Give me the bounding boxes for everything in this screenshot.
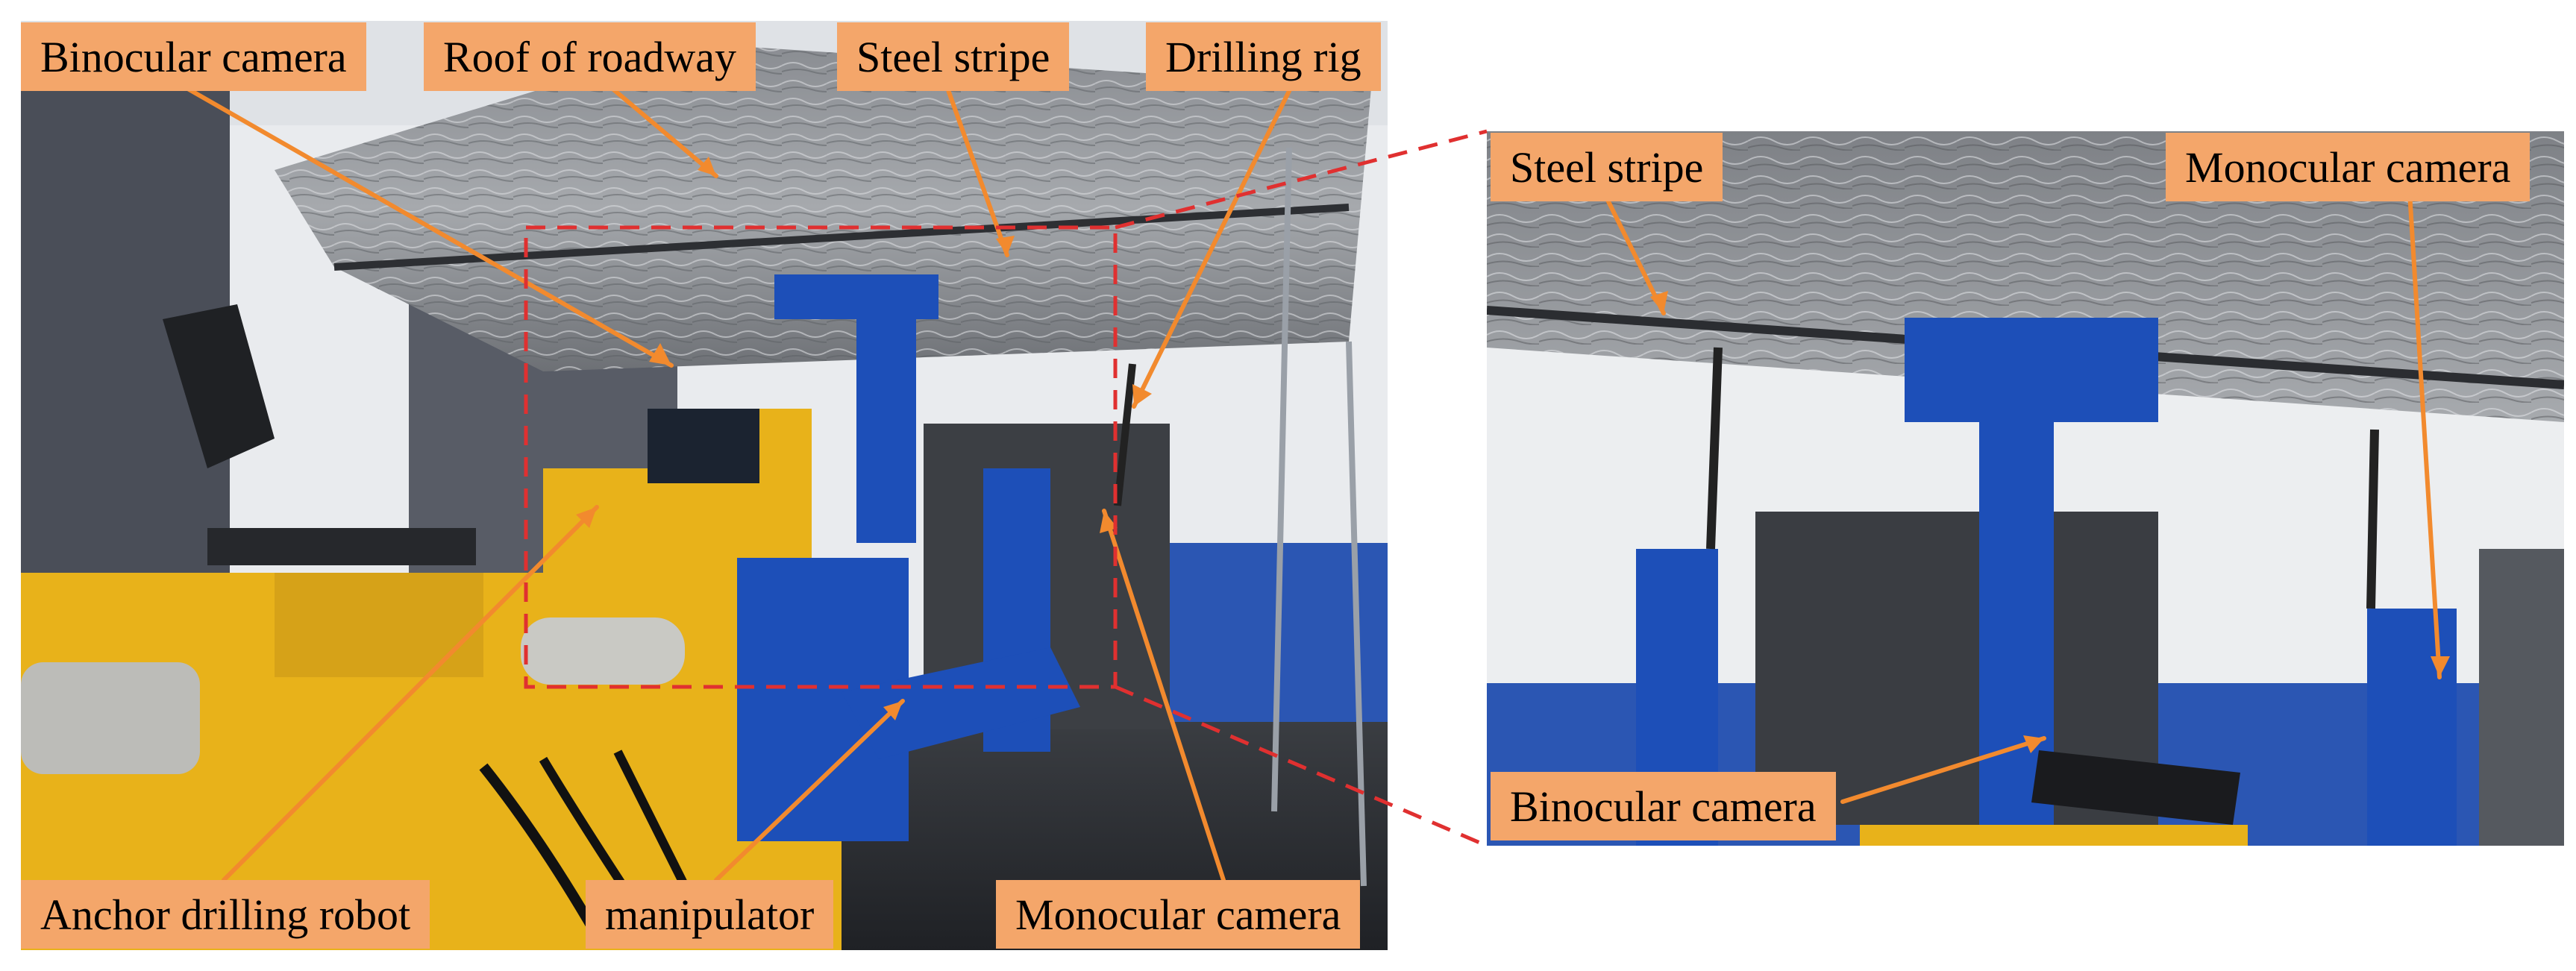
label-manipulator: manipulator <box>586 880 834 949</box>
label-steel-stripe-right: Steel stripe <box>1491 133 1723 201</box>
label-binocular-camera-left: Binocular camera <box>21 22 366 91</box>
label-monocular-camera-right: Monocular camera <box>2166 133 2530 201</box>
label-steel-stripe-left: Steel stripe <box>837 22 1070 91</box>
label-roof-of-roadway: Roof of roadway <box>424 22 756 91</box>
label-binocular-camera-right: Binocular camera <box>1491 772 1836 840</box>
label-drilling-rig: Drilling rig <box>1146 22 1381 91</box>
label-monocular-camera-left: Monocular camera <box>996 880 1361 949</box>
left-lab-photo <box>21 21 1388 950</box>
right-detail-photo <box>1487 131 2564 846</box>
label-anchor-drilling-robot: Anchor drilling robot <box>21 880 430 949</box>
